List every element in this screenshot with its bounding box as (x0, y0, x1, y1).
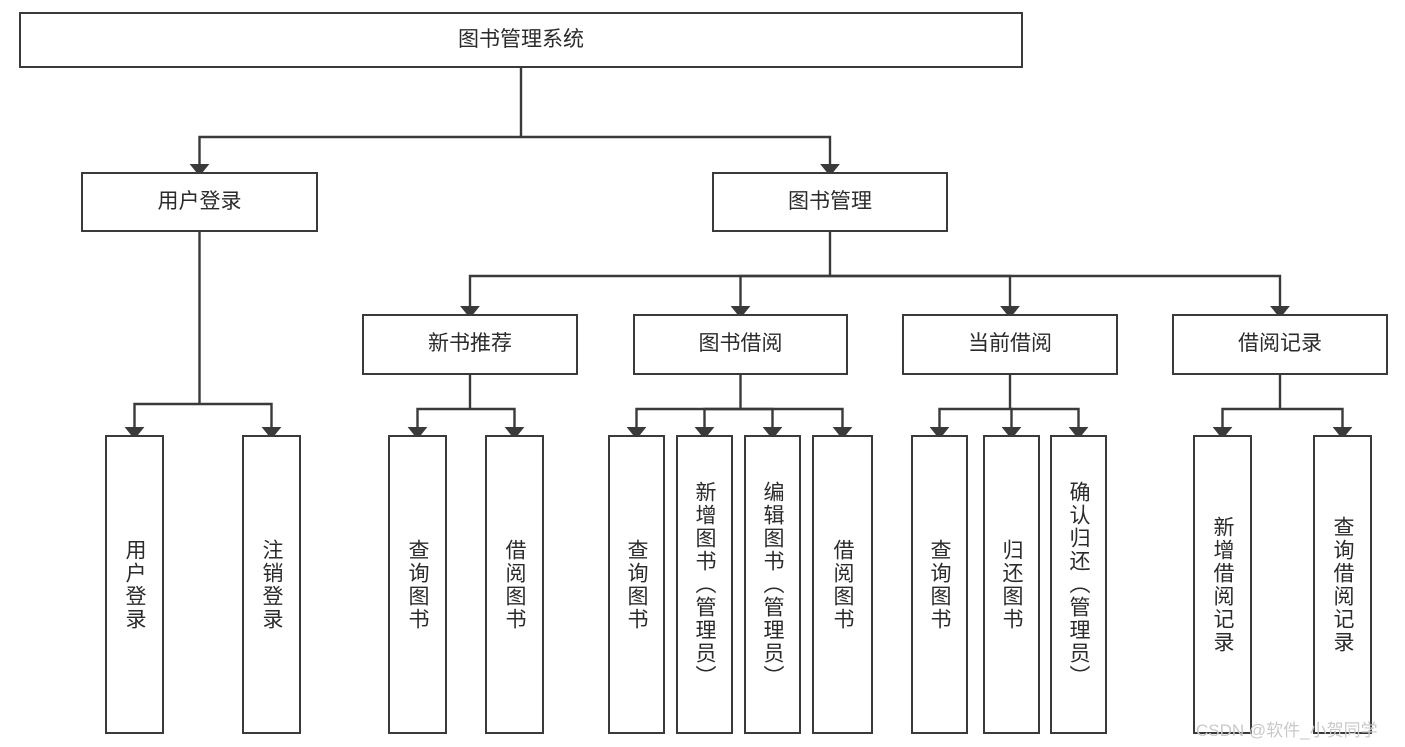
node-label: 确认归还（管理员） (1067, 481, 1091, 688)
node-leaf-query-record[interactable]: 查询借阅记录 (1313, 435, 1372, 734)
node-label: 归还图书 (1000, 538, 1024, 631)
edge-user-login-to-leaf-logout (199, 402, 282, 440)
node-book-manage[interactable]: 图书管理 (712, 172, 948, 232)
edge-book-manage-to-current-borrow (830, 274, 1021, 319)
node-label: 借阅图书 (831, 538, 855, 631)
edge-book-borrow-to-leaf-query-book-2 (626, 407, 741, 440)
edge-current-borrow-to-leaf-confirm-return (1010, 407, 1089, 440)
watermark-label: CSDN @软件_小贺同学 (1196, 721, 1378, 740)
node-label: 新增借阅记录 (1211, 515, 1235, 654)
node-label: 图书管理 (788, 189, 872, 213)
node-leaf-add-record[interactable]: 新增借阅记录 (1193, 435, 1252, 734)
node-leaf-return-book[interactable]: 归还图书 (983, 435, 1040, 734)
node-label: 查询图书 (625, 538, 649, 631)
node-leaf-user-login[interactable]: 用户登录 (105, 435, 164, 734)
node-label: 当前借阅 (968, 332, 1052, 356)
edge-new-book-rec-to-leaf-query-book-1 (407, 407, 470, 440)
node-leaf-confirm-return[interactable]: 确认归还（管理员） (1050, 435, 1107, 734)
edge-group (124, 68, 1353, 440)
node-leaf-query-book-1[interactable]: 查询图书 (388, 435, 447, 734)
node-leaf-query-book-3[interactable]: 查询图书 (911, 435, 968, 734)
edge-book-manage-to-book-borrow (730, 274, 830, 319)
node-borrow-record[interactable]: 借阅记录 (1172, 314, 1388, 375)
node-book-borrow[interactable]: 图书借阅 (633, 314, 848, 375)
node-label: 新增图书（管理员） (693, 481, 717, 688)
edge-book-manage-to-new-book-rec (459, 274, 830, 319)
edge-book-borrow-to-leaf-edit-book (740, 407, 783, 440)
node-leaf-borrow-book-1[interactable]: 借阅图书 (485, 435, 544, 734)
node-label: 用户登录 (157, 189, 242, 213)
edge-current-borrow-to-leaf-query-book-3 (929, 407, 1010, 440)
node-label: 编辑图书（管理员） (761, 481, 785, 688)
edge-borrow-record-to-leaf-add-record (1212, 407, 1280, 440)
node-new-book-rec[interactable]: 新书推荐 (362, 314, 578, 375)
node-leaf-borrow-book-2[interactable]: 借阅图书 (812, 435, 873, 734)
node-root[interactable]: 图书管理系统 (19, 12, 1023, 68)
edge-book-borrow-to-leaf-add-book (694, 407, 741, 440)
edge-user-login-to-leaf-user-login (124, 402, 200, 440)
node-label: 查询图书 (406, 538, 430, 631)
node-leaf-edit-book[interactable]: 编辑图书（管理员） (744, 435, 801, 734)
node-user-login[interactable]: 用户登录 (81, 172, 318, 232)
node-label: 注销登录 (260, 538, 284, 631)
node-label: 查询借阅记录 (1331, 515, 1355, 654)
edge-book-borrow-to-leaf-borrow-book-2 (740, 407, 853, 440)
edge-root-to-book-manage (521, 135, 841, 177)
node-leaf-logout[interactable]: 注销登录 (242, 435, 301, 734)
edge-book-manage-to-borrow-record (830, 274, 1291, 319)
node-leaf-add-book[interactable]: 新增图书（管理员） (676, 435, 733, 734)
node-label: 图书管理系统 (458, 27, 584, 51)
node-label: 借阅图书 (503, 538, 527, 631)
node-label: 图书借阅 (698, 332, 783, 356)
edge-new-book-rec-to-leaf-borrow-book-1 (470, 407, 525, 440)
node-label: 借阅记录 (1238, 332, 1322, 356)
edge-root-to-user-login (189, 135, 521, 177)
node-leaf-query-book-2[interactable]: 查询图书 (608, 435, 665, 734)
node-label: 新书推荐 (428, 332, 512, 356)
node-current-borrow[interactable]: 当前借阅 (902, 314, 1118, 375)
node-label: 查询图书 (928, 538, 952, 631)
edge-current-borrow-to-leaf-return-book (1001, 407, 1022, 440)
node-label: 用户登录 (123, 538, 147, 631)
edge-borrow-record-to-leaf-query-record (1280, 407, 1353, 440)
